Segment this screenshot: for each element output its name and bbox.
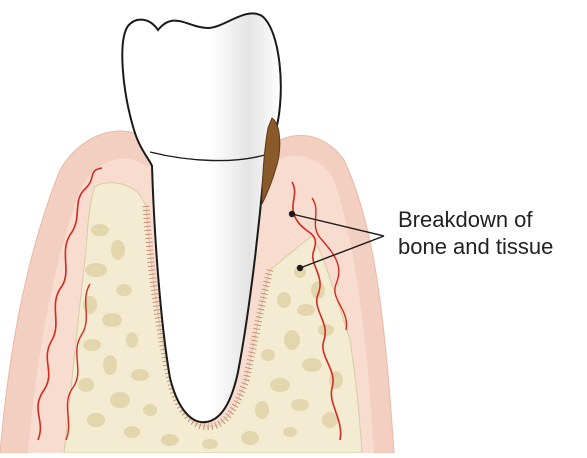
callout-line-1: Breakdown of — [398, 206, 583, 233]
callout-line-2: bone and tissue — [398, 233, 583, 260]
callout-label: Breakdown of bone and tissue — [398, 206, 583, 260]
